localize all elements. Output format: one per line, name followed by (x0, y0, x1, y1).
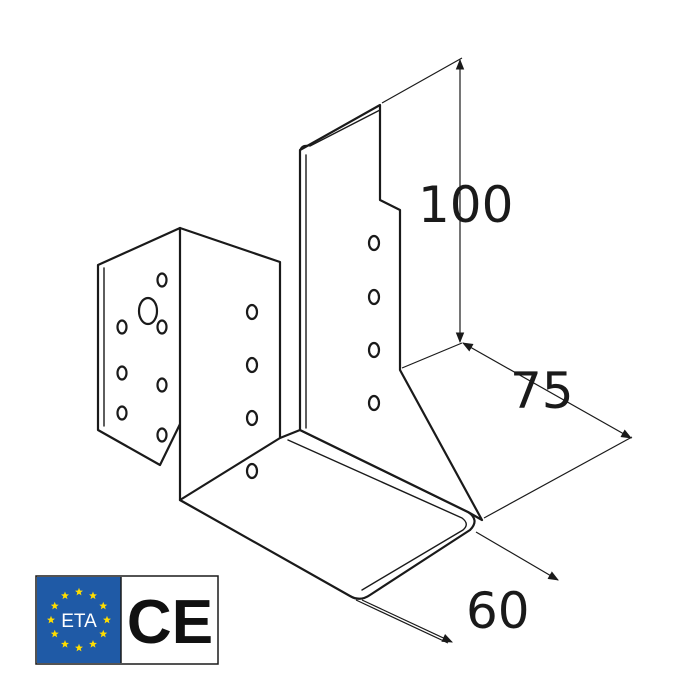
hole (367, 341, 381, 359)
eu-star-icon (89, 640, 97, 648)
hole (116, 319, 128, 335)
dimension-lines (355, 57, 633, 644)
eu-star-icon (89, 591, 97, 600)
depth-dimension-line (462, 342, 632, 439)
eu-star-icon (50, 629, 59, 638)
eu-star-icon (75, 643, 83, 652)
ce-mark: CE (127, 588, 213, 657)
eu-star-icon (61, 591, 69, 600)
eu-star-icon (61, 640, 69, 648)
width-dimension-line-upper (475, 531, 559, 581)
eu-stars-ring (47, 587, 111, 652)
hole (245, 462, 259, 480)
depth-dimension-label: 75 (510, 362, 574, 420)
height-extension-top (381, 57, 463, 104)
width-dimension-label: 60 (466, 582, 530, 640)
hole (245, 409, 259, 427)
eu-star-icon (99, 601, 108, 610)
left-flange (96, 226, 184, 467)
hole (156, 272, 168, 288)
eta-label: ETA (61, 611, 97, 632)
hole (367, 394, 381, 412)
height-dimension-label: 100 (418, 176, 513, 234)
eu-star-icon (47, 615, 55, 624)
eu-star-icon (103, 615, 111, 624)
large-hole (137, 296, 159, 326)
base-inner-edge (287, 439, 467, 591)
hole (156, 427, 168, 443)
height-extension-bottom (401, 342, 463, 369)
eu-star-icon (75, 587, 83, 596)
width-dimension-line-lower (361, 599, 453, 643)
certification-badges: ETA CE (35, 575, 219, 665)
hole (116, 405, 128, 421)
hole (367, 288, 381, 306)
hole (116, 365, 128, 381)
hole (156, 319, 168, 335)
bracket-drawing (96, 103, 484, 600)
hole (156, 377, 168, 393)
right-side-plate (298, 103, 484, 522)
width-extension (355, 599, 449, 644)
right-plate-top-fold (299, 109, 381, 151)
eu-star-icon (50, 601, 59, 610)
hole (367, 234, 381, 252)
hole (245, 356, 259, 374)
hole (245, 303, 259, 321)
eu-star-icon (99, 629, 108, 638)
depth-extension (483, 436, 633, 519)
